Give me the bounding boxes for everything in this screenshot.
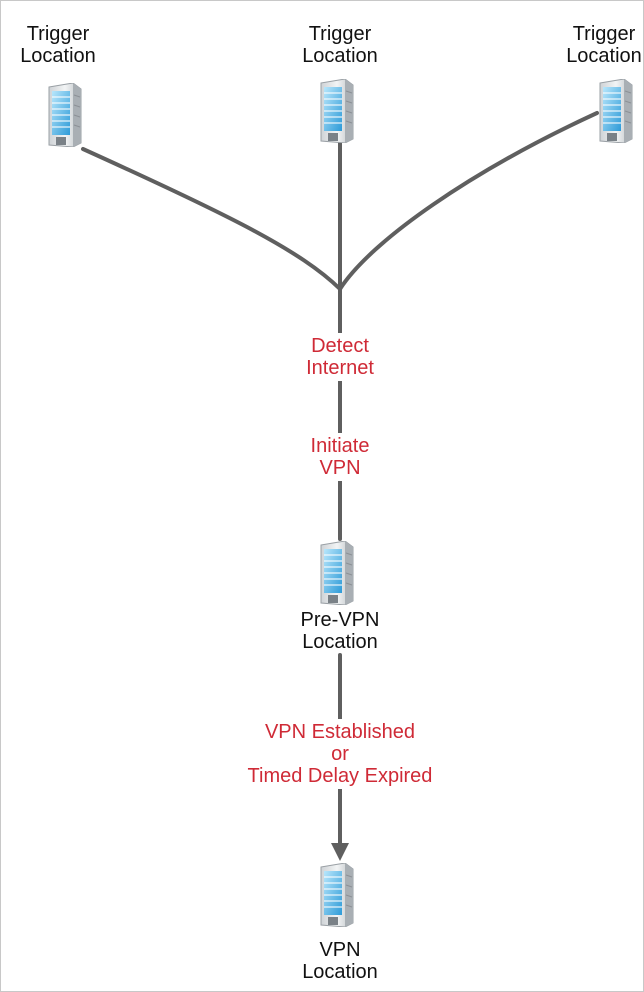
vpn-location-label: VPN Location [302,939,378,983]
arrowhead [331,843,349,861]
building-icon [320,863,354,927]
edge-label-vpn-established: VPN Established or Timed Delay Expired [205,719,475,789]
edge-label-initiate-vpn: Initiate VPN [265,433,415,481]
line-left [81,147,342,291]
building-icon [48,83,82,147]
edge-label-detect-internet: Detect Internet [265,333,415,381]
trigger-location-center: Trigger Location [302,23,378,67]
pre-vpn-location-label: Pre-VPN Location [300,609,380,653]
building-icon [599,79,633,143]
trigger-location-right: Trigger Location [566,23,642,67]
building-icon [320,79,354,143]
trigger-location-left: Trigger Location [20,23,96,67]
line-right [338,111,599,291]
building-icon [320,541,354,605]
